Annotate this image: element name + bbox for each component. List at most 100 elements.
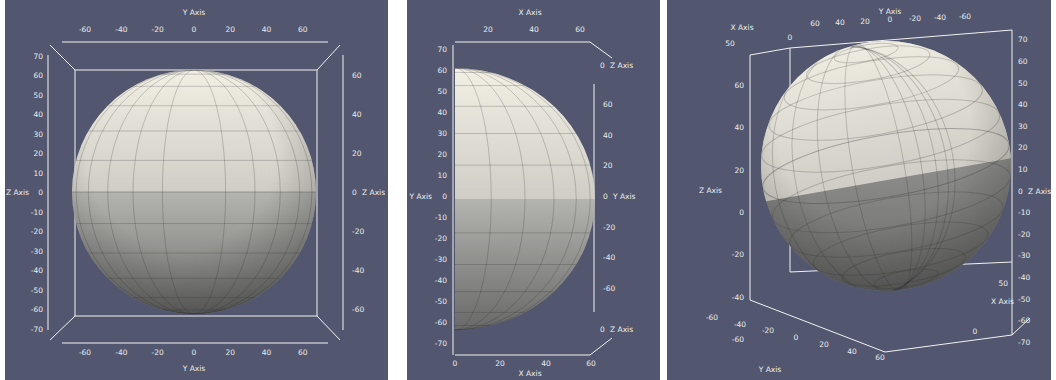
axes-grid	[48, 30, 1030, 355]
axis-label: -50	[435, 298, 447, 306]
axis-label: -20	[151, 26, 163, 34]
axis-label: Z Axis	[6, 189, 29, 197]
axis-label: 70	[1018, 37, 1028, 45]
viewport-panel	[407, 0, 660, 380]
axis-label: X Axis	[991, 298, 1014, 306]
axis-label: 20	[352, 150, 362, 158]
axis-label: -30	[1018, 253, 1030, 261]
axis-label: 60	[586, 360, 596, 368]
axis-label: 0	[788, 34, 793, 42]
axis-label: 20	[603, 163, 613, 171]
axis-label: 20	[437, 151, 447, 159]
axis-label: 20	[483, 26, 493, 34]
axis-label: -20	[1018, 231, 1030, 239]
axis-label: 60	[575, 26, 585, 34]
axis-label: -40	[1018, 274, 1030, 282]
axis-label: Z Axis	[362, 189, 385, 197]
axis-label: 60	[298, 26, 308, 34]
axis-label: 30	[33, 131, 43, 139]
axis-label: 20	[225, 349, 235, 357]
axis-label: -60	[732, 336, 744, 344]
axis-label: -10	[1018, 209, 1030, 217]
axis-label: -60	[1018, 317, 1030, 325]
axis-label: -20	[31, 228, 43, 236]
axis-label: -40	[115, 349, 127, 357]
axis-label: 60	[810, 20, 820, 28]
axis-label: 0	[352, 189, 357, 197]
axis-label: 60	[603, 101, 613, 109]
axis-label: 20	[819, 341, 829, 349]
axis-label: 40	[847, 348, 857, 356]
axis-label: -40	[603, 254, 615, 262]
axis-label: 20	[734, 167, 744, 175]
axis-label: Y Axis	[613, 193, 636, 201]
axis-label: 40	[1018, 101, 1028, 109]
axis-label: Z Axis	[1028, 188, 1051, 196]
axis-label: 60	[875, 354, 885, 362]
axis-label: 20	[495, 360, 505, 368]
axis-label: 60	[33, 72, 43, 80]
axis-label: -60	[435, 319, 447, 327]
axis-label: 60	[437, 67, 447, 75]
axis-label: X Axis	[730, 24, 753, 32]
axis-label: -60	[31, 306, 43, 314]
axis-label: -60	[706, 314, 718, 322]
axis-label: 30	[437, 130, 447, 138]
axis-label: -60	[959, 13, 971, 21]
axis-label: 40	[529, 26, 539, 34]
axis-label: 40	[835, 19, 845, 27]
axis-label: -50	[1018, 296, 1030, 304]
axis-label: -70	[1018, 339, 1030, 347]
axis-label: 70	[33, 53, 43, 61]
axis-label: 0	[192, 26, 197, 34]
axis-label: 0	[600, 62, 605, 70]
axis-label: 40	[541, 360, 551, 368]
axis-label: X Axis	[518, 370, 541, 378]
axis-label: 40	[352, 111, 362, 119]
axis-label: -40	[435, 277, 447, 285]
axis-label: 0	[442, 193, 447, 201]
axis-label: 0	[794, 334, 799, 342]
axis-label: 20	[225, 26, 235, 34]
axis-label: 30	[1018, 123, 1028, 131]
axis-label: -20	[603, 224, 615, 232]
axis-label: 20	[860, 18, 870, 26]
axis-label: 0	[453, 360, 458, 368]
axis-label: 40	[262, 349, 272, 357]
axis-label: Z Axis	[610, 326, 633, 334]
axis-label: Z Axis	[699, 187, 722, 195]
axis-label: -40	[31, 267, 43, 275]
axis-label: -10	[435, 214, 447, 222]
axis-label: 10	[33, 170, 43, 178]
axis-label: -20	[435, 235, 447, 243]
axis-label: 50	[33, 92, 43, 100]
viewport-panel	[667, 0, 1051, 380]
axis-label: -20	[909, 15, 921, 23]
axis-label: Z Axis	[610, 62, 633, 70]
axis-label: -40	[734, 321, 746, 329]
axis-label: -60	[79, 26, 91, 34]
axis-label: 20	[1018, 145, 1028, 153]
axis-label: -40	[934, 14, 946, 22]
sphere-mesh	[60, 60, 330, 332]
axis-label: Y Axis	[183, 365, 206, 373]
axis-label: X Axis	[518, 9, 541, 17]
axis-label: Y Axis	[759, 366, 782, 374]
axis-label: -20	[762, 328, 774, 336]
axis-label: 10	[437, 172, 447, 180]
axis-label: 60	[352, 72, 362, 80]
axis-label: -60	[352, 306, 364, 314]
axis-label: -70	[435, 340, 447, 348]
axis-label: -30	[435, 256, 447, 264]
axis-label: Y Axis	[879, 8, 902, 16]
axis-label: -40	[115, 26, 127, 34]
axis-label: 0	[973, 328, 978, 336]
axis-label: 0	[38, 189, 43, 197]
hemisphere-mesh	[320, 60, 610, 339]
axis-label: 0	[192, 349, 197, 357]
axis-label: 40	[33, 111, 43, 119]
axis-label: 40	[734, 124, 744, 132]
axis-label: 60	[1018, 58, 1028, 66]
axis-label: 0	[600, 326, 605, 334]
